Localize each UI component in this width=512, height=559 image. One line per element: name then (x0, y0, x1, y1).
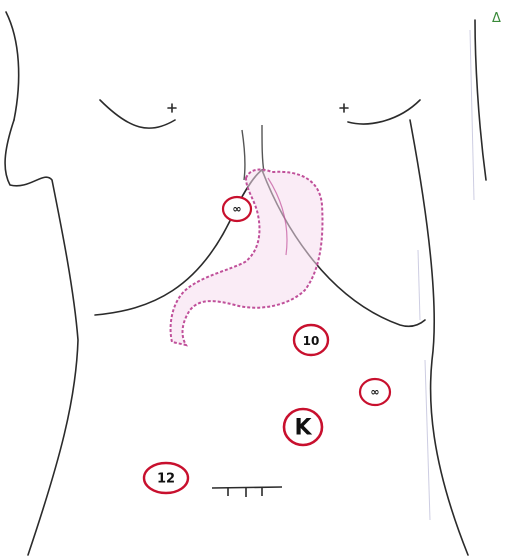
port-10: 10 (294, 325, 328, 355)
right-shoulder-line (475, 20, 486, 180)
port-label: 10 (303, 334, 320, 348)
left-flank-line (5, 120, 78, 555)
port-label: K (294, 416, 312, 441)
left-chest-curve (100, 100, 175, 128)
port-upper-epigastric: ∞ (223, 197, 251, 221)
port-left-lateral: ∞ (360, 379, 390, 405)
port-camera: K (284, 409, 322, 445)
right-chest-curve (348, 100, 420, 124)
port-label: 12 (157, 472, 175, 487)
left-shoulder-line (6, 12, 19, 120)
port-label: ∞ (370, 386, 379, 399)
port-12: 12 (144, 463, 188, 493)
flank-shading (418, 30, 474, 520)
right-flank-line (410, 120, 468, 555)
stomach-drawing (171, 125, 323, 345)
right-nipple-mark (340, 104, 348, 112)
left-nipple-mark (168, 104, 176, 112)
incision-mark (212, 487, 282, 497)
port-label: ∞ (232, 203, 241, 216)
stomach-body (171, 170, 323, 345)
corner-mark: Δ (492, 11, 501, 26)
